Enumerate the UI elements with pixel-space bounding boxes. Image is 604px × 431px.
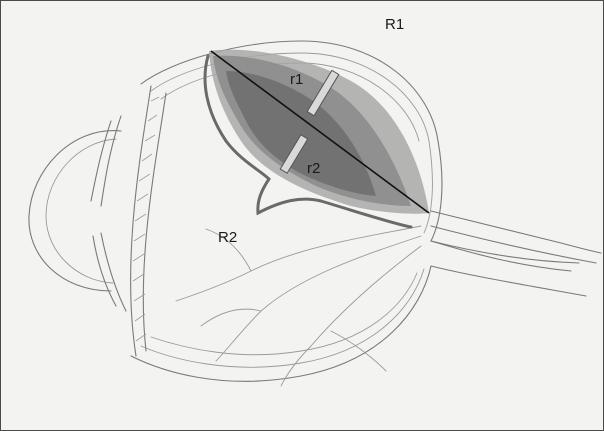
cornea-inner <box>46 139 116 283</box>
iris-upper <box>91 116 121 206</box>
retinal-vessels <box>176 226 421 386</box>
label-r2-radius: r2 <box>307 161 320 176</box>
label-r1-region: R1 <box>385 17 404 32</box>
label-r1-radius: r1 <box>290 72 303 87</box>
cornea-outline <box>29 131 121 291</box>
iris-lower <box>93 233 126 311</box>
lens-hatching <box>133 97 159 341</box>
lens-outline <box>131 86 166 356</box>
optic-nerve <box>431 211 601 271</box>
label-r2-region: R2 <box>218 230 237 245</box>
